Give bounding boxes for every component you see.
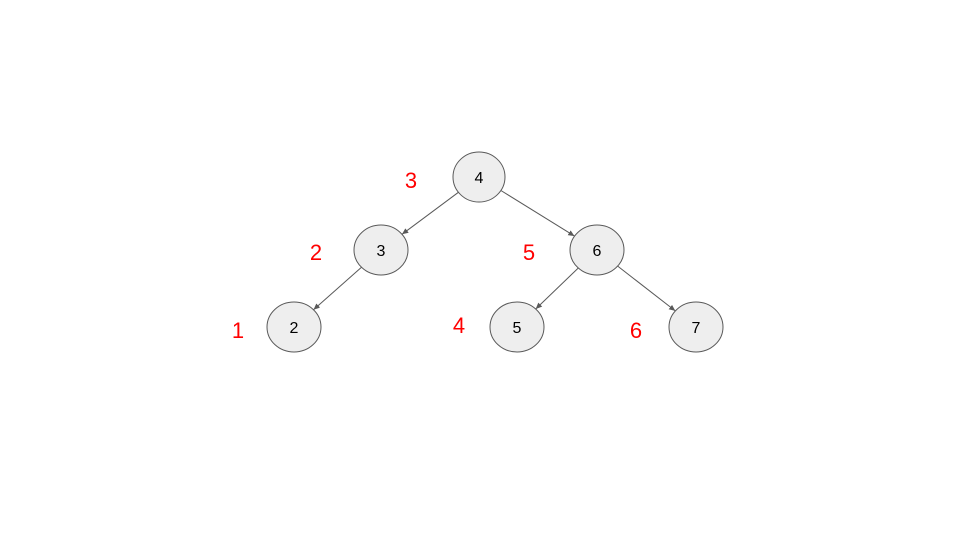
edge-n4-n3 (401, 191, 459, 235)
node-circle (353, 224, 409, 276)
tree-node-4: 4 (452, 151, 506, 203)
order-annotation: 2 (310, 240, 322, 265)
order-annotation: 4 (453, 313, 465, 338)
node-label: 3 (377, 243, 386, 260)
tree-node-7: 7 (668, 301, 724, 353)
edge-n3-n2 (313, 266, 362, 311)
order-annotation: 6 (630, 318, 642, 343)
node-circle (266, 301, 322, 353)
order-annotation: 5 (523, 240, 535, 265)
node-circle (668, 301, 724, 353)
annotations-layer: 3 2 5 1 4 6 (232, 168, 642, 343)
node-circle (489, 301, 545, 353)
edge-n6-n5 (535, 267, 579, 310)
node-label: 5 (513, 320, 522, 337)
edge-n4-n6 (500, 190, 575, 237)
tree-node-5: 5 (489, 301, 545, 353)
node-label: 4 (475, 170, 484, 187)
tree-node-6: 6 (569, 224, 625, 276)
tree-node-2: 2 (266, 301, 322, 353)
node-label: 6 (593, 243, 602, 260)
nodes-layer: 4 3 6 2 5 7 (266, 151, 724, 353)
node-circle (452, 151, 506, 203)
node-circle (569, 224, 625, 276)
edge-n6-n7 (617, 265, 676, 312)
node-label: 7 (692, 320, 701, 337)
order-annotation: 3 (405, 168, 417, 193)
edges-layer (313, 190, 676, 312)
tree-node-3: 3 (353, 224, 409, 276)
node-label: 2 (290, 320, 299, 337)
order-annotation: 1 (232, 318, 244, 343)
